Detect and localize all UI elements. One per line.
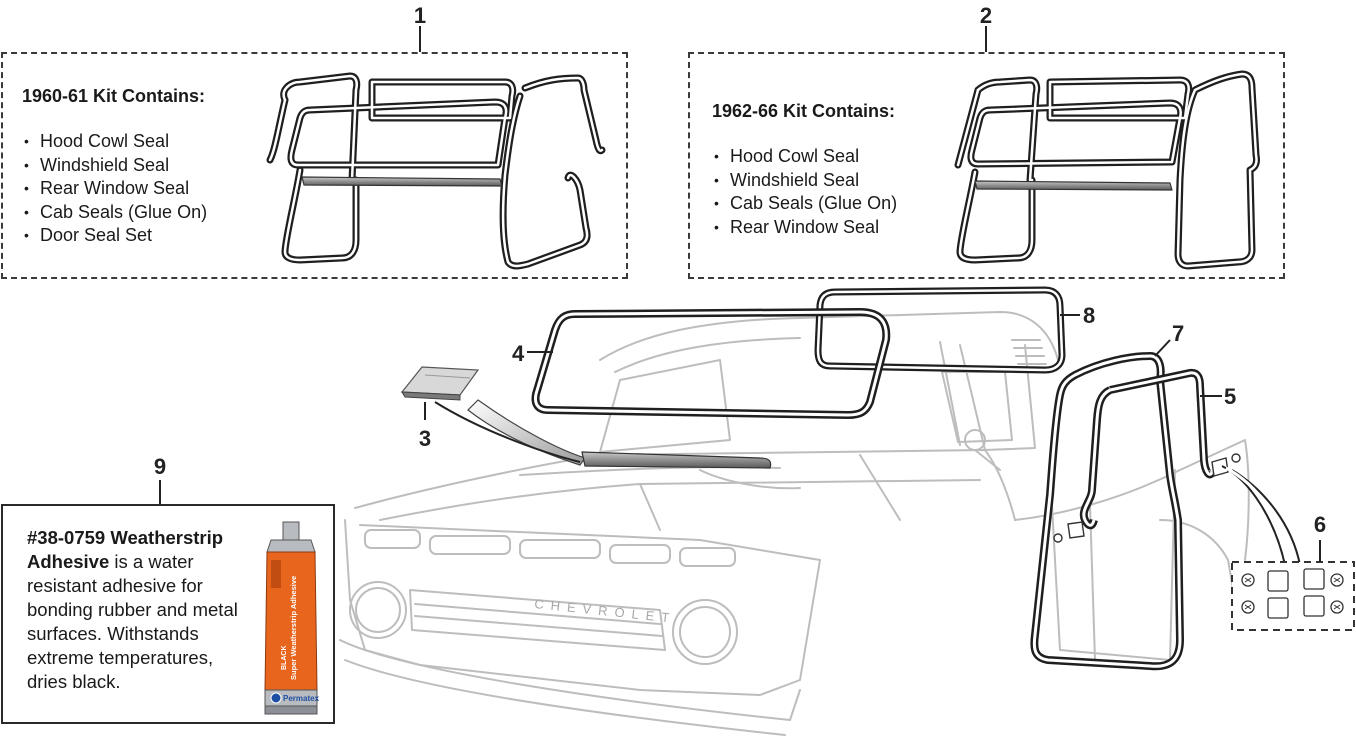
- tube-color-word: BLACK: [281, 646, 288, 671]
- grille-lettering: CHEVROLET: [534, 596, 677, 626]
- tube-product: Super Weatherstrip Adhesive: [289, 576, 298, 680]
- door-clip-right: [1211, 453, 1241, 477]
- screw-icon: [1241, 573, 1344, 614]
- kit1-title: 1960-61 Kit Contains:: [22, 86, 206, 106]
- callout-8-label: 8: [1083, 303, 1095, 328]
- callout-1: 1: [414, 3, 426, 52]
- kit1-item-list: Hood Cowl SealWindshield SealRear Window…: [24, 130, 207, 248]
- callout-4: 4: [512, 341, 553, 366]
- callout-7: 7: [1154, 321, 1184, 357]
- adhesive-body: is a water resistant adhesive for bondin…: [27, 551, 238, 692]
- callout-1-label: 1: [414, 3, 426, 28]
- kit2-item-list: Hood Cowl SealWindshield SealCab Seals (…: [714, 145, 897, 239]
- adhesive-name: Adhesive: [27, 551, 110, 572]
- hood-cowl-seal: [400, 366, 772, 469]
- adhesive-part-number: #38-0759 Weatherstrip: [27, 527, 224, 548]
- kit2-item: Hood Cowl Seal: [714, 145, 897, 169]
- clip-kit-box: [1231, 561, 1355, 631]
- callout-2-label: 2: [980, 3, 992, 28]
- kit2-item: Rear Window Seal: [714, 216, 897, 240]
- callout-7-label: 7: [1172, 321, 1184, 346]
- callout-3-label: 3: [419, 426, 431, 451]
- callout-9-label: 9: [154, 454, 166, 479]
- kit1-item: Windshield Seal: [24, 154, 207, 178]
- callout-3: 3: [419, 402, 431, 451]
- callout-6: 6: [1314, 512, 1326, 562]
- kit2-seal-drawing: [954, 70, 1260, 270]
- kit1-box: [1, 52, 628, 279]
- callout-2: 2: [980, 3, 992, 52]
- rear-window-seal: [814, 286, 1066, 374]
- callout-5-label: 5: [1224, 384, 1236, 409]
- kit1-item: Hood Cowl Seal: [24, 130, 207, 154]
- clip-icon: [1267, 568, 1325, 619]
- windshield-seal: [531, 307, 891, 420]
- door-seal-outer: [1030, 351, 1185, 671]
- callout-8: 8: [1060, 303, 1095, 328]
- callout-9: 9: [154, 454, 166, 504]
- kit2-item: Cab Seals (Glue On): [714, 192, 897, 216]
- kit2-box: [688, 52, 1285, 279]
- kit2-item: Windshield Seal: [714, 169, 897, 193]
- kit1-item: Rear Window Seal: [24, 177, 207, 201]
- adhesive-tube: BLACK Super Weatherstrip Adhesive Permat…: [264, 521, 320, 715]
- door-clip-left: [1053, 521, 1085, 543]
- kit1-item: Door Seal Set: [24, 224, 207, 248]
- callout-4-label: 4: [512, 341, 525, 366]
- callout-5: 5: [1200, 384, 1236, 409]
- callout-6-label: 6: [1314, 512, 1326, 537]
- tube-brand: Permatex: [283, 694, 320, 703]
- truck-illustration: [339, 311, 1250, 736]
- kit2-title: 1962-66 Kit Contains:: [712, 101, 896, 121]
- kit1-seal-drawing: [266, 72, 606, 270]
- kit1-item: Cab Seals (Glue On): [24, 201, 207, 225]
- door-seal-inner: [1079, 368, 1216, 530]
